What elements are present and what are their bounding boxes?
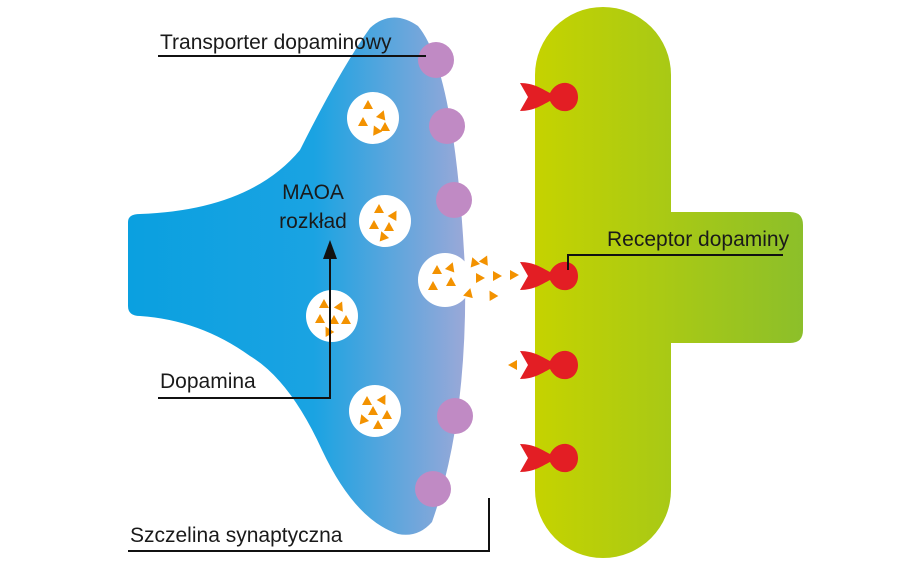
vesicle-fusing bbox=[418, 253, 472, 307]
maoa-arrow-head bbox=[323, 240, 337, 259]
dopamine-label: Dopamina bbox=[160, 370, 256, 393]
vesicle-2 bbox=[359, 195, 411, 247]
transporter-1 bbox=[418, 42, 454, 78]
transporter-2 bbox=[429, 108, 465, 144]
maoa-breakdown-label: rozkład bbox=[279, 210, 347, 233]
postsynaptic-cell bbox=[535, 7, 803, 558]
receptor-leader-line bbox=[567, 254, 783, 270]
receptor-label: Receptor dopaminy bbox=[607, 228, 790, 251]
vesicle-4 bbox=[349, 385, 401, 437]
maoa-label: MAOA bbox=[282, 181, 344, 204]
vesicles bbox=[306, 92, 472, 437]
presynaptic-terminal bbox=[128, 17, 466, 535]
vesicle-3 bbox=[306, 290, 358, 342]
cleft-leader-line bbox=[128, 498, 490, 552]
synaptic-cleft-label: Szczelina synaptyczna bbox=[130, 524, 343, 547]
transporter-3 bbox=[436, 182, 472, 218]
transporter-5 bbox=[415, 471, 451, 507]
dopamine-leader-line bbox=[158, 258, 331, 399]
dopamine-transporters bbox=[415, 42, 473, 507]
transporter-label: Transporter dopaminowy bbox=[160, 31, 392, 54]
transporter-4 bbox=[437, 398, 473, 434]
vesicle-1 bbox=[347, 92, 399, 144]
released-dopamine bbox=[463, 253, 519, 370]
